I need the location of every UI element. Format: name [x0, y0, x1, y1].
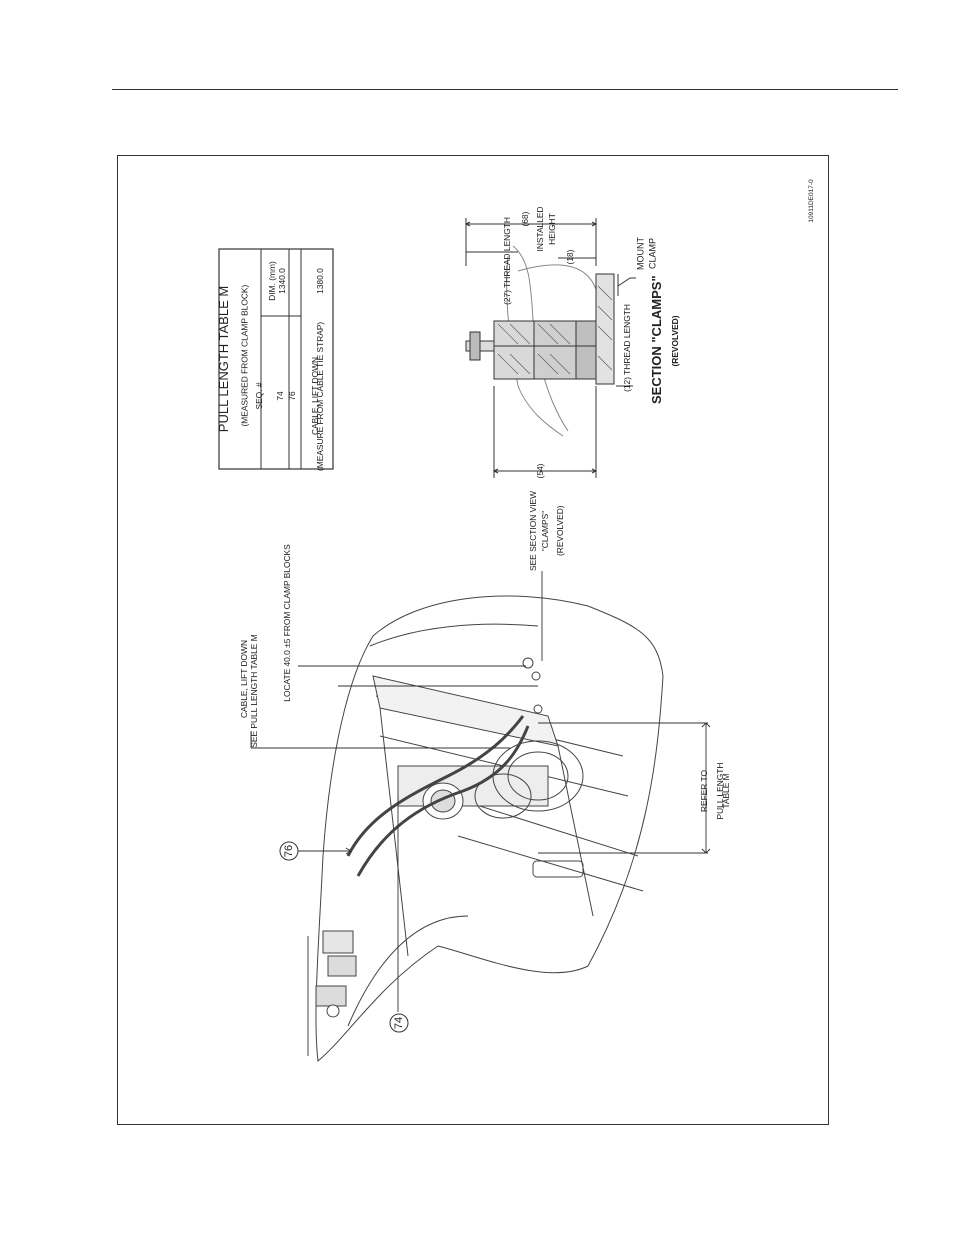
balloon-76: [279, 841, 299, 861]
section-title: SECTION "CLAMPS": [649, 275, 664, 404]
row-74-dim: 1340.0: [277, 268, 287, 294]
see-section-line3: (REVOLVED): [555, 505, 565, 556]
pull-length-table-grid: [218, 248, 334, 470]
mount-clamp-line1: MOUNT: [635, 237, 646, 270]
section-subtitle: (REVOLVED): [670, 315, 680, 367]
row-76-seq: 76: [287, 391, 297, 401]
table-note-line2: (MEASURE FROM CABLE TIE STRAP): [315, 321, 325, 471]
mount-clamp-line2: CLAMP: [647, 238, 658, 270]
installed-height-line2: HEIGHT: [547, 213, 557, 245]
assembly-illustration: [307, 595, 664, 1062]
see-section-line1: SEE SECTION VIEW: [528, 490, 538, 571]
locate-note: LOCATE 40.0 ±5 FROM CLAMP BLOCKS: [282, 544, 292, 702]
refer-line1: REFER TO: [699, 769, 709, 813]
col-seq-header: SEQ. #: [254, 382, 264, 410]
drawing-linework: [218, 218, 711, 1062]
row-76-dim: 1380.0: [315, 268, 325, 294]
callout-leaders: [250, 571, 711, 1012]
figure-id: 10911DE017-0: [808, 179, 815, 223]
row-74-seq: 74: [275, 391, 285, 401]
thread-27: (27) THREAD LENGTH: [502, 217, 512, 305]
dim-54: (54): [535, 463, 545, 479]
table-title: PULL LENGTH TABLE M: [216, 285, 231, 433]
table-subtitle: (MEASURED FROM CLAMP BLOCK): [239, 284, 250, 427]
thread-12: (12) THREAD LENGTH: [622, 304, 632, 392]
balloon-74: [389, 1013, 409, 1033]
refer-line3: TABLE M: [721, 773, 731, 809]
installed-height-line1: INSTALLED: [535, 206, 545, 252]
section-clamps-view: [464, 218, 636, 478]
dim-68: (68): [520, 211, 530, 227]
dim-18: (18): [565, 249, 575, 265]
figure-frame: 10911DE017-0 PULL LENGTH TABLE M (MEASUR…: [117, 155, 829, 1125]
header-rule: [112, 89, 898, 90]
see-section-line2: "CLAMPS": [540, 510, 550, 552]
item-74-label: 74: [393, 1016, 405, 1030]
item-76-label: 76: [283, 844, 295, 858]
cable-lift-note-line2: SEE PULL LENGTH TABLE M: [249, 634, 259, 748]
